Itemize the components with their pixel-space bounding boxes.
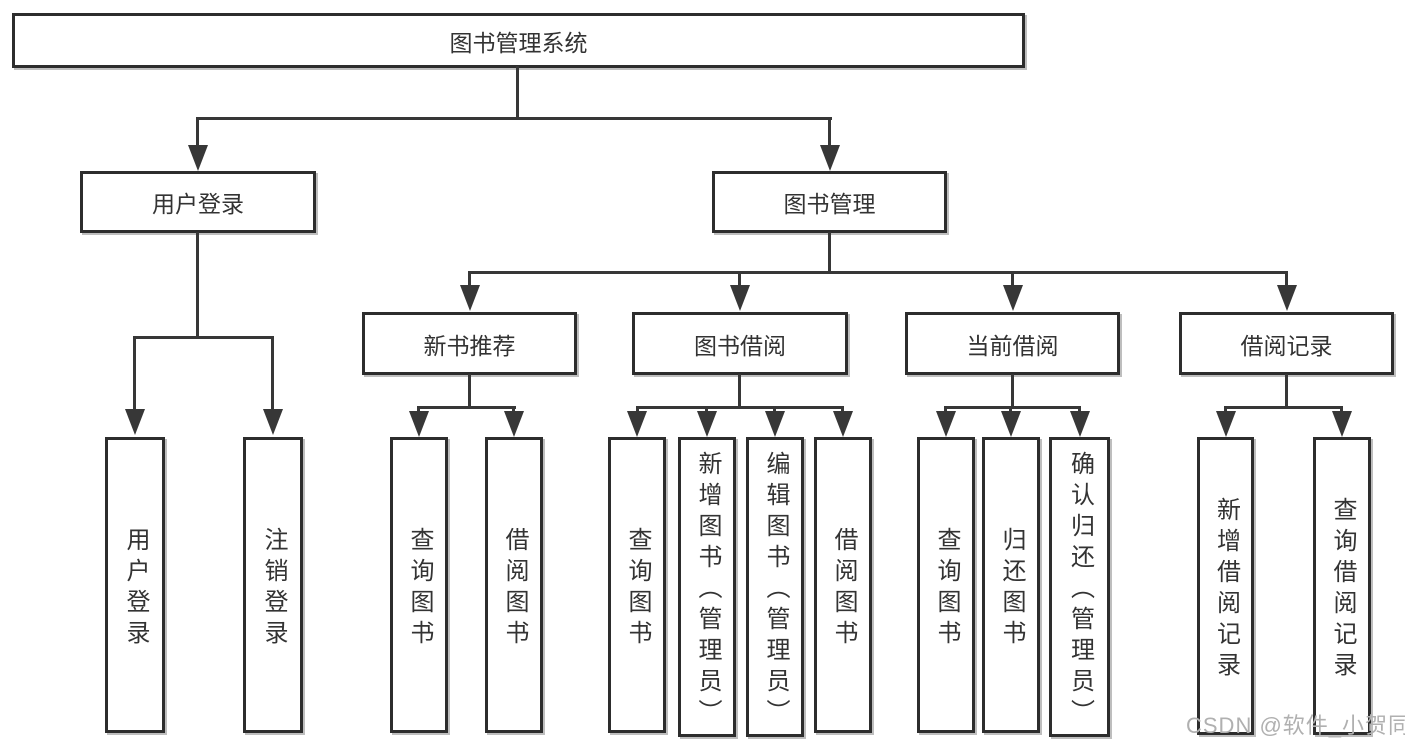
connector-drop <box>773 406 776 413</box>
connector-stem <box>516 66 519 119</box>
connector-drop <box>738 271 741 287</box>
connector-stem <box>828 232 831 273</box>
node-label: 编辑图书（管理员） <box>762 451 789 730</box>
node-new-book-recommend: 新书推荐 <box>362 312 577 375</box>
arrow-down-icon <box>1332 411 1352 437</box>
connector-drop <box>841 406 844 413</box>
leaf-user-login: 用户登录 <box>105 437 165 733</box>
connector-drop <box>1078 406 1081 413</box>
leaf-current-confirm-return-admin: 确认归还（管理员） <box>1049 437 1110 737</box>
connector-drop <box>417 406 420 413</box>
connector-stem <box>1011 374 1014 408</box>
node-label: 归还图书 <box>998 526 1025 651</box>
node-borrowing-records: 借阅记录 <box>1179 312 1394 375</box>
connector-bar <box>944 406 1080 409</box>
leaf-records-add-record: 新增借阅记录 <box>1197 437 1254 735</box>
connector-drop <box>271 336 274 411</box>
connector-bar <box>417 406 516 409</box>
connector-drop <box>1285 271 1288 287</box>
node-label: 借阅图书 <box>830 526 857 651</box>
leaf-borrowing-borrow-book: 借阅图书 <box>814 437 872 733</box>
node-label: 图书管理 <box>783 191 876 217</box>
connector-bar <box>196 117 832 120</box>
node-label: 新书推荐 <box>423 332 516 359</box>
leaf-recommend-query-book: 查询图书 <box>390 437 448 733</box>
arrow-down-icon <box>504 411 524 437</box>
arrow-down-icon <box>936 411 956 437</box>
node-label: 图书借阅 <box>694 332 786 359</box>
arrow-down-icon <box>409 411 429 437</box>
node-label: 新增图书（管理员） <box>694 451 721 730</box>
connector-drop <box>944 406 947 413</box>
arrow-down-icon <box>188 145 208 171</box>
connector-drop <box>512 406 515 413</box>
connector-drop <box>1011 271 1014 287</box>
node-label: 确认归还（管理员） <box>1066 451 1094 730</box>
csdn-watermark: CSDN @软件_小贺同学 <box>1186 713 1405 738</box>
connector-bar <box>468 271 1287 274</box>
arrow-down-icon <box>1003 285 1023 311</box>
connector-stem <box>468 374 471 408</box>
node-label: 查询图书 <box>406 526 433 651</box>
connector-stem <box>738 374 741 408</box>
connector-stem <box>1285 374 1288 408</box>
connector-drop <box>1224 406 1227 413</box>
connector-drop <box>1340 406 1343 413</box>
leaf-current-return-book: 归还图书 <box>982 437 1040 733</box>
node-library-management-system: 图书管理系统 <box>12 13 1025 68</box>
connector-drop <box>196 117 199 147</box>
connector-drop <box>468 271 471 287</box>
connector-bar <box>133 336 274 339</box>
node-label: 用户登录 <box>122 526 149 651</box>
leaf-current-query-book: 查询图书 <box>917 437 975 733</box>
leaf-records-query-record: 查询借阅记录 <box>1313 437 1371 735</box>
connector-drop <box>133 336 136 411</box>
arrow-down-icon <box>125 409 145 435</box>
connector-drop <box>828 117 831 147</box>
connector-stem <box>196 232 199 338</box>
node-label: 借阅记录 <box>1240 332 1333 359</box>
connector-bar <box>1224 406 1343 409</box>
arrow-down-icon <box>1277 285 1297 311</box>
arrow-down-icon <box>765 411 785 437</box>
connector-drop <box>1009 406 1012 413</box>
node-label: 注销登录 <box>260 526 287 651</box>
arrow-down-icon <box>1070 411 1090 437</box>
node-label: 新增借阅记录 <box>1212 496 1240 683</box>
node-current-borrowing: 当前借阅 <box>905 312 1120 375</box>
arrow-down-icon <box>833 411 853 437</box>
node-label: 图书管理系统 <box>449 29 588 56</box>
leaf-logout: 注销登录 <box>243 437 303 733</box>
node-label: 查询借阅记录 <box>1329 496 1356 683</box>
connector-bar <box>636 406 844 409</box>
node-book-management: 图书管理 <box>712 171 947 233</box>
connector-drop <box>636 406 639 413</box>
leaf-borrowing-query-book: 查询图书 <box>608 437 666 733</box>
connector-drop <box>705 406 708 413</box>
node-label: 当前借阅 <box>966 332 1059 359</box>
leaf-recommend-borrow-book: 借阅图书 <box>485 437 543 733</box>
arrow-down-icon <box>627 411 647 437</box>
leaf-borrowing-edit-book-admin: 编辑图书（管理员） <box>746 437 804 737</box>
arrow-down-icon <box>1216 411 1236 437</box>
arrow-down-icon <box>1001 411 1021 437</box>
node-user-login: 用户登录 <box>80 171 316 233</box>
leaf-borrowing-add-book-admin: 新增图书（管理员） <box>678 437 736 737</box>
arrow-down-icon <box>820 145 840 171</box>
arrow-down-icon <box>460 285 480 311</box>
node-label: 借阅图书 <box>501 526 528 651</box>
arrow-down-icon <box>730 285 750 311</box>
node-book-borrowing: 图书借阅 <box>632 312 848 375</box>
node-label: 用户登录 <box>152 191 244 217</box>
arrow-down-icon <box>697 411 717 437</box>
node-label: 查询图书 <box>933 526 960 651</box>
arrow-down-icon <box>263 409 283 435</box>
node-label: 查询图书 <box>624 526 651 651</box>
